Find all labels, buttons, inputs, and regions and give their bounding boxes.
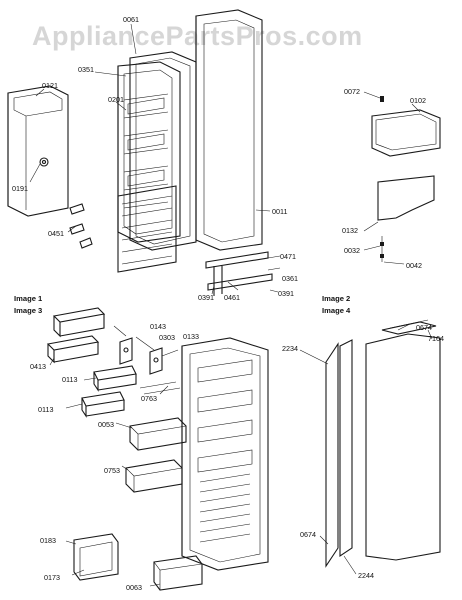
part-label-0053: 0053 bbox=[98, 420, 114, 429]
part-label-0032: 0032 bbox=[344, 246, 360, 255]
part-label-0391b: 0391 bbox=[278, 289, 294, 298]
part-label-0471: 0471 bbox=[280, 252, 296, 261]
part-label-2234: 2234 bbox=[282, 344, 298, 353]
image4-label: Image 4 bbox=[322, 306, 351, 315]
screw-icon bbox=[380, 96, 384, 102]
part-label-7164: 7164 bbox=[428, 334, 444, 343]
part-label-0391a: 0391 bbox=[198, 293, 214, 302]
part-label-0173: 0173 bbox=[44, 573, 60, 582]
part-label-0183: 0183 bbox=[40, 536, 56, 545]
part-label-0011: 0011 bbox=[272, 207, 287, 216]
part-labels: 0061 0351 0121 0201 0191 0451 0011 0471 … bbox=[12, 15, 444, 592]
part-label-0121: 0121 bbox=[42, 81, 58, 90]
outer-door bbox=[195, 9, 263, 251]
part-label-0113b: 0113 bbox=[38, 405, 53, 414]
part-label-0763: 0763 bbox=[141, 394, 157, 403]
image2-assembly bbox=[371, 96, 441, 262]
image3-assembly bbox=[46, 307, 269, 591]
top-hinge-cap bbox=[381, 321, 437, 335]
image4-assembly bbox=[325, 319, 441, 568]
lower-liner bbox=[117, 185, 177, 273]
part-label-0753: 0753 bbox=[104, 466, 120, 475]
part-label-0042: 0042 bbox=[406, 261, 422, 270]
outer-door-4 bbox=[365, 333, 441, 561]
image1-label: Image 1 bbox=[14, 294, 43, 303]
door-bin bbox=[81, 391, 125, 407]
part-label-0061: 0061 bbox=[123, 15, 139, 24]
door-trim-panel bbox=[7, 85, 69, 217]
screw-icon bbox=[380, 254, 384, 258]
part-label-0201: 0201 bbox=[108, 95, 124, 104]
dispenser-panel bbox=[377, 175, 435, 221]
dispenser-cover bbox=[73, 533, 119, 581]
bracket bbox=[149, 347, 163, 375]
part-label-2244: 2244 bbox=[358, 571, 374, 580]
door-side-strip bbox=[339, 339, 353, 558]
part-label-0413: 0413 bbox=[30, 362, 46, 371]
dispenser-cover bbox=[371, 109, 441, 157]
part-label-0303: 0303 bbox=[159, 333, 175, 342]
leader-lines bbox=[29, 23, 433, 587]
door-bin bbox=[153, 555, 203, 591]
bottom-trim bbox=[205, 251, 273, 296]
part-label-0451: 0451 bbox=[48, 229, 64, 238]
image3-label: Image 3 bbox=[14, 306, 42, 315]
image1-assembly bbox=[7, 9, 273, 296]
part-label-0674a: 0674 bbox=[416, 323, 432, 332]
part-label-0351: 0351 bbox=[78, 65, 94, 74]
part-label-0143: 0143 bbox=[150, 322, 166, 331]
door-bin bbox=[93, 365, 137, 381]
screw-icon bbox=[380, 242, 384, 246]
door-gasket-strip bbox=[325, 342, 339, 568]
part-label-0133: 0133 bbox=[183, 332, 199, 341]
image2-label: Image 2 bbox=[322, 294, 350, 303]
watermark: AppliancePartsPros.com bbox=[32, 21, 363, 51]
part-label-0102: 0102 bbox=[410, 96, 426, 105]
part-label-0132: 0132 bbox=[342, 226, 358, 235]
part-label-0113a: 0113 bbox=[62, 375, 77, 384]
part-label-0072: 0072 bbox=[344, 87, 360, 96]
shelf-bar bbox=[52, 307, 106, 323]
part-label-0361: 0361 bbox=[282, 274, 298, 283]
part-label-0191: 0191 bbox=[12, 184, 28, 193]
part-label-0063: 0063 bbox=[126, 583, 142, 592]
part-label-0461: 0461 bbox=[224, 293, 240, 302]
part-label-0674b: 0674 bbox=[300, 530, 316, 539]
door-gasket bbox=[129, 51, 197, 251]
clips bbox=[69, 203, 93, 249]
bracket bbox=[119, 337, 133, 365]
shelf-bar bbox=[46, 335, 100, 351]
door-bin bbox=[129, 417, 187, 451]
